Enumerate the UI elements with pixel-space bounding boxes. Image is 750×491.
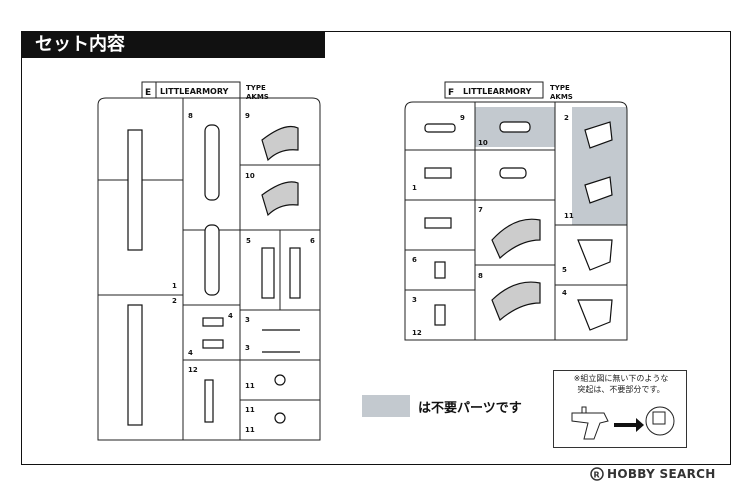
runner-f-part-num: 7 <box>478 206 483 214</box>
runner-e-part-num: 10 <box>245 172 255 180</box>
runner-f-brand: LITTLEARMORY <box>463 87 532 96</box>
runner-f-part-num: 5 <box>562 266 567 274</box>
unneeded-part-highlight <box>572 107 627 225</box>
runner-e-part-num: 6 <box>310 237 315 245</box>
runner-e-part-num: 4 <box>188 349 193 357</box>
note-illustration <box>571 406 675 440</box>
runner-e-letter: E <box>145 88 151 98</box>
runner-e-part-num: 9 <box>245 112 250 120</box>
runner-f-part-num: 10 <box>478 139 488 147</box>
watermark: R HOBBY SEARCH <box>590 467 716 481</box>
note-box: ※組立図に無い下のような 突起は、不要部分です。 <box>553 370 687 448</box>
runner-f-letter: F <box>448 88 454 98</box>
hobbysearch-logo-icon: R <box>590 467 604 481</box>
legend: は不要パーツです <box>362 395 522 417</box>
runner-e-part-num: 2 <box>172 297 177 305</box>
note-line-2: 突起は、不要部分です。 <box>577 385 665 394</box>
receiver-right-part <box>127 304 143 426</box>
runner-f-model: AKMS <box>550 93 573 101</box>
runner-e-part-num: 1 <box>172 282 177 290</box>
arrow-icon <box>614 418 644 432</box>
runner-f-type-label: TYPE <box>550 84 570 92</box>
note-line-1: ※組立図に無い下のような <box>573 374 669 383</box>
runner-f-part-num: 4 <box>562 289 567 297</box>
runner-e-part-num: 3 <box>245 316 250 324</box>
runner-e-part-num: 11 <box>245 382 255 390</box>
runner-e-part-num: 12 <box>188 366 198 374</box>
runner-e-part-num: 11 <box>245 426 255 434</box>
receiver-left-part <box>127 129 143 251</box>
section-title: セット内容 <box>21 31 325 58</box>
runner-f-part-num: 3 <box>412 296 417 304</box>
runner-f-part-num: 6 <box>412 256 417 264</box>
runner-e-type-label: TYPE <box>246 84 266 92</box>
watermark-text: HOBBY SEARCH <box>607 467 716 481</box>
runner-f-part-num: 8 <box>478 272 483 280</box>
runner-f-part-num: 12 <box>412 329 422 337</box>
svg-text:R: R <box>594 471 600 480</box>
runner-e-part-num: 11 <box>245 406 255 414</box>
note-text: ※組立図に無い下のような 突起は、不要部分です。 <box>562 373 680 395</box>
content-frame <box>21 31 731 465</box>
runner-f-part-num: 11 <box>564 212 574 220</box>
runner-e-part-num: 5 <box>246 237 251 245</box>
runner-f-part-num: 2 <box>564 114 569 122</box>
runner-e-model: AKMS <box>246 93 269 101</box>
runner-e-part-num: 3 <box>245 344 250 352</box>
runner-e-part-num: 4 <box>228 312 233 320</box>
runner-e-part-num: 8 <box>188 112 193 120</box>
legend-label: は不要パーツです <box>418 400 522 416</box>
runner-f-part-num: 9 <box>460 114 465 122</box>
legend-swatch <box>362 395 410 417</box>
runner-e-brand: LITTLEARMORY <box>160 87 229 96</box>
runner-f-part-num: 1 <box>412 184 417 192</box>
